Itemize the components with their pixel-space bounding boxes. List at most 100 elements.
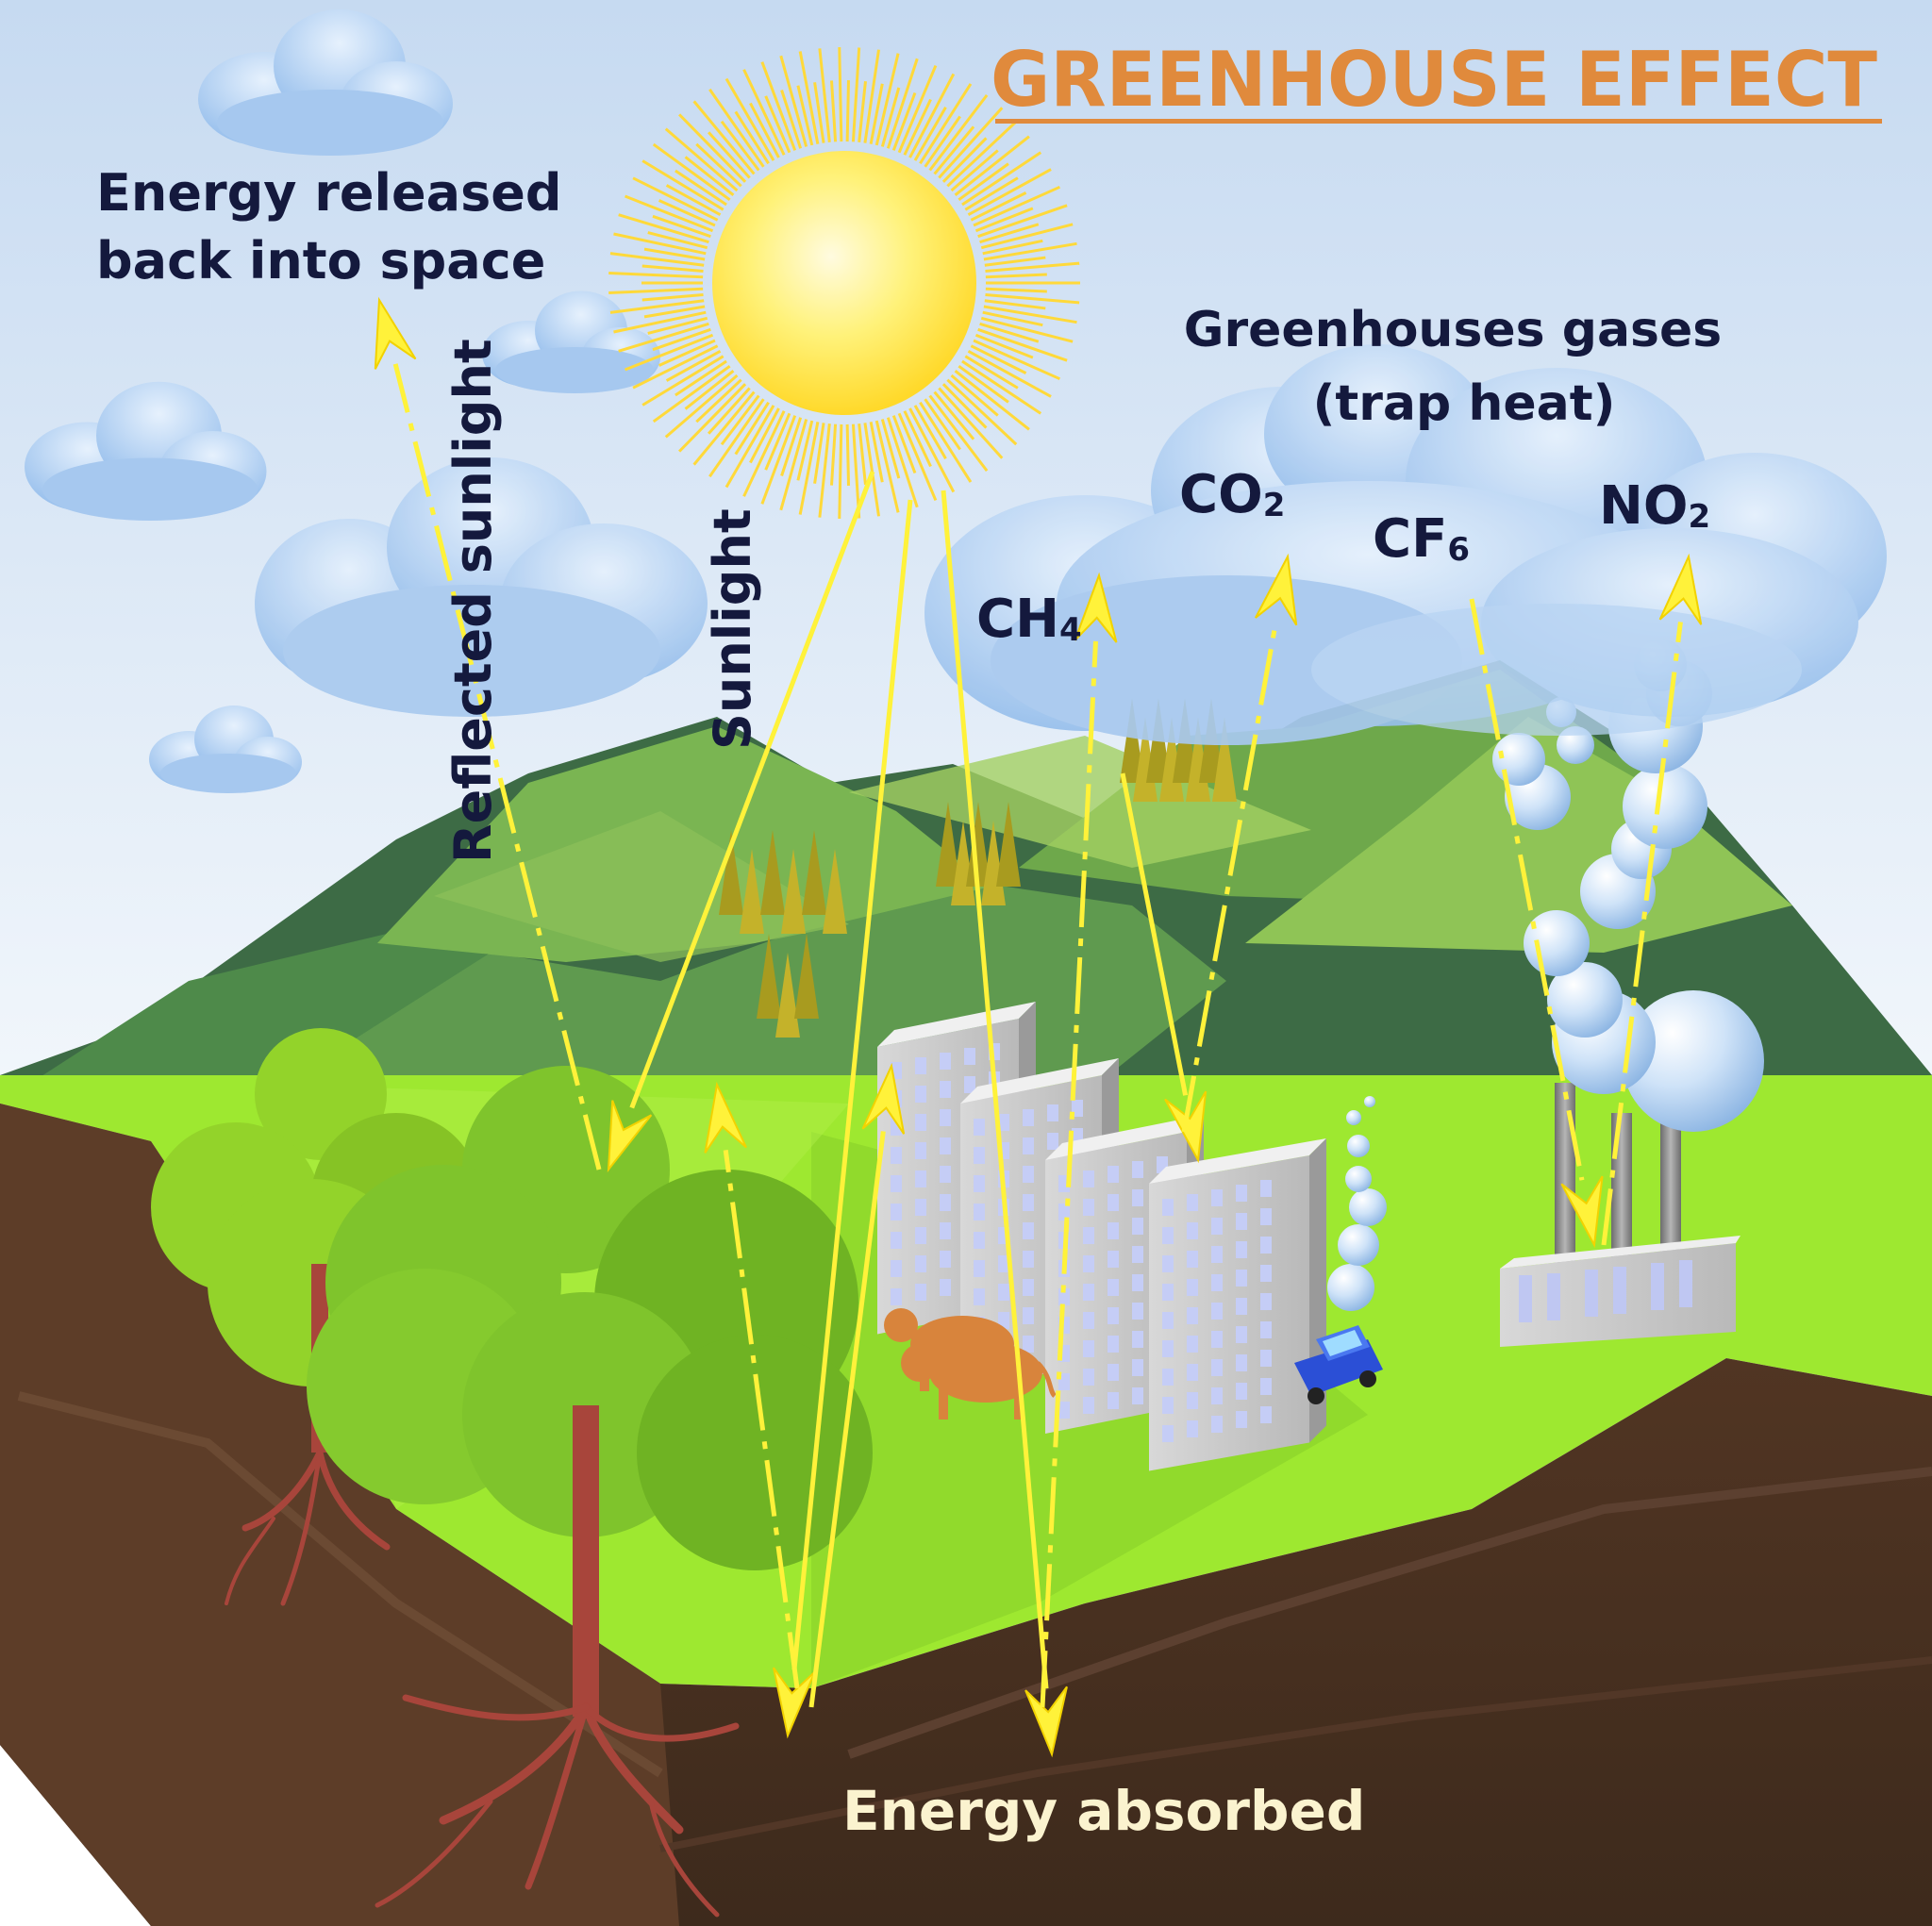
energy-absorbed-label: Energy absorbed xyxy=(842,1779,1365,1843)
sun-ray xyxy=(961,359,1042,415)
smoke-bubbles xyxy=(1327,639,1764,1311)
sun-ray xyxy=(946,120,1018,188)
sun-ray xyxy=(933,125,975,175)
sun-ray xyxy=(641,264,704,273)
title-underline xyxy=(995,119,1882,124)
buildings xyxy=(877,1002,1326,1471)
sun-ray xyxy=(695,142,742,188)
pine-tree xyxy=(757,934,781,1019)
sun-ray xyxy=(897,412,938,502)
sun-ray xyxy=(796,420,814,481)
sun-ray xyxy=(977,327,1068,362)
sun-ray xyxy=(613,310,707,334)
sun-ray xyxy=(708,131,751,179)
sun xyxy=(608,47,1080,519)
energy-arrow xyxy=(808,1062,906,1708)
sun-ray xyxy=(760,415,797,505)
sun-ray xyxy=(954,135,1030,197)
sun-ray xyxy=(967,349,1052,398)
sun-ray xyxy=(903,410,932,468)
sun-ray xyxy=(652,214,711,239)
sun-ray xyxy=(863,49,881,143)
sun-ray xyxy=(664,374,739,439)
sun-ray xyxy=(964,176,1019,211)
sun-ray xyxy=(779,55,808,147)
sun-ray xyxy=(973,339,1060,381)
sun-ray xyxy=(641,159,724,211)
smoke-bubble xyxy=(1347,1135,1370,1157)
sky-cloud xyxy=(198,9,453,156)
sun-ray xyxy=(724,77,775,161)
sun-ray xyxy=(838,47,843,142)
sun-ray xyxy=(950,149,999,192)
sun-ray xyxy=(749,102,780,158)
gas-no2: NO2 xyxy=(1599,475,1710,537)
sun-ray xyxy=(913,405,947,459)
gas-co2: CO2 xyxy=(1179,464,1285,525)
sun-rays xyxy=(608,47,1080,519)
sun-ray xyxy=(938,107,1004,179)
sun-ray xyxy=(985,261,1080,273)
gases-label-line2: (trap heat) xyxy=(1313,375,1616,432)
sun-ray xyxy=(858,81,867,142)
sun-ray xyxy=(985,293,1080,305)
sun-ray xyxy=(695,378,742,423)
sun-ray xyxy=(641,293,704,302)
sun-ray xyxy=(985,287,1047,293)
sun-ray xyxy=(798,422,820,515)
sun-ray xyxy=(652,327,711,352)
reflected-cloud xyxy=(255,457,708,717)
smoke-bubble xyxy=(1338,1224,1379,1266)
sun-ray xyxy=(980,223,1074,250)
sun-ray xyxy=(658,199,716,227)
sun-ray xyxy=(858,423,867,485)
gases-label-line1: Greenhouses gases xyxy=(1184,302,1722,358)
sun-ray xyxy=(845,80,851,142)
sun-ray xyxy=(919,83,973,165)
smoke-bubble xyxy=(1327,1264,1374,1311)
sun-ray xyxy=(647,316,708,335)
sun-ray xyxy=(941,383,988,429)
sun-ray xyxy=(749,407,780,464)
sun-ray xyxy=(647,231,708,250)
smoke-bubble xyxy=(1349,1188,1387,1226)
smoke-bubble xyxy=(1345,1166,1372,1192)
sun-ray xyxy=(734,110,770,165)
sun-ray xyxy=(720,394,760,446)
sun-ray xyxy=(950,374,999,417)
sun-ray xyxy=(618,213,709,244)
pine-tree xyxy=(996,802,1021,887)
sun-ray xyxy=(967,168,1052,217)
sun-ray xyxy=(798,51,820,144)
sun-ray xyxy=(851,423,861,519)
sun-ray xyxy=(880,87,901,147)
sun-ray xyxy=(742,410,786,497)
sun-ray xyxy=(665,184,722,217)
sun-ray xyxy=(979,322,1040,343)
sun-ray xyxy=(632,176,719,222)
tree-large xyxy=(307,1066,873,1717)
smoke-bubble xyxy=(1547,962,1623,1038)
sun-ray xyxy=(977,204,1068,239)
energy-arrow xyxy=(1181,553,1298,1133)
sky-cloud xyxy=(149,706,302,793)
sun-ray xyxy=(780,417,803,476)
sun-ray xyxy=(720,120,760,172)
sun-ray xyxy=(874,53,900,146)
sun-ray xyxy=(796,85,814,146)
sun-ray xyxy=(618,322,709,353)
car xyxy=(1294,1325,1383,1404)
sun-ray xyxy=(919,401,973,483)
pine-tree xyxy=(823,849,847,934)
sun-ray xyxy=(684,156,735,197)
sun-ray xyxy=(886,417,919,508)
sun-ray xyxy=(779,419,808,511)
sun-ray xyxy=(643,305,706,319)
sky-cloud xyxy=(24,381,267,521)
space-label-line1: Energy released xyxy=(96,163,562,223)
sun-ray xyxy=(708,398,765,478)
sun-ray xyxy=(818,48,831,142)
sun-ray xyxy=(863,423,881,517)
sun-ray xyxy=(958,162,1009,202)
